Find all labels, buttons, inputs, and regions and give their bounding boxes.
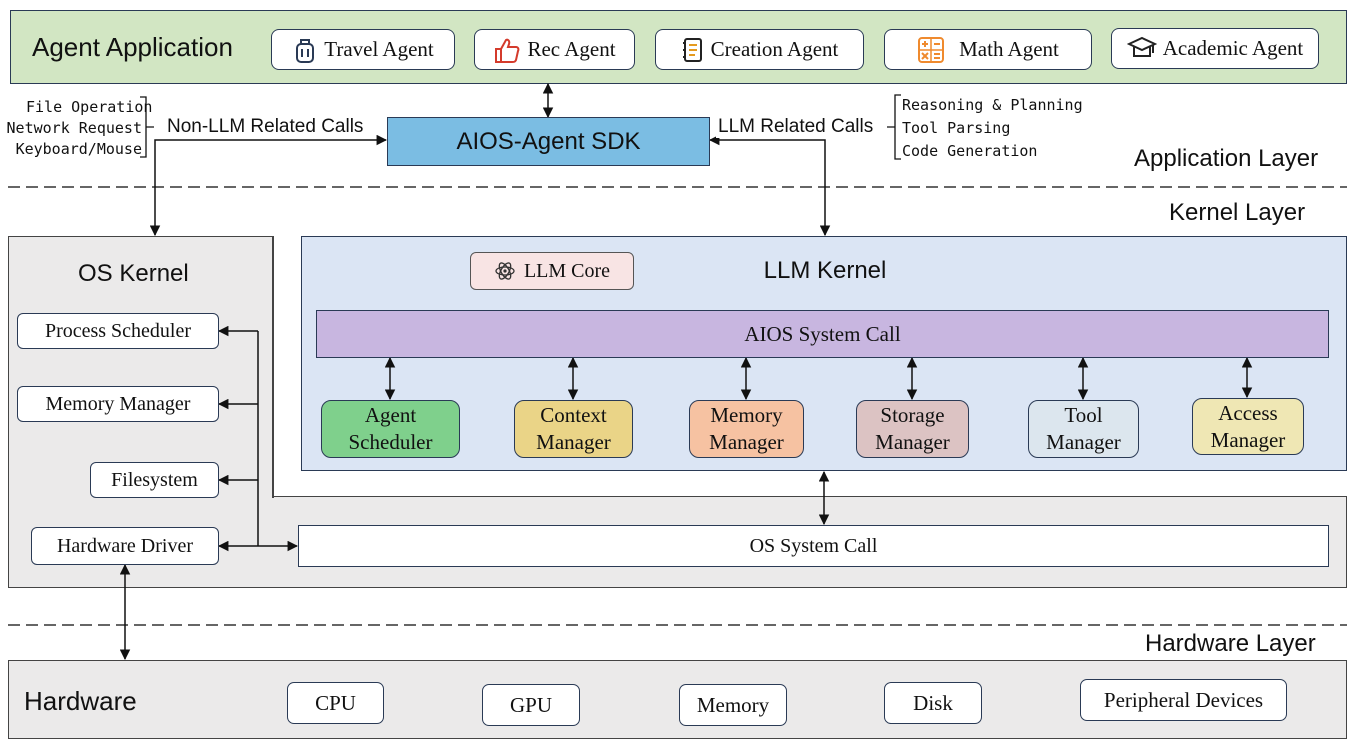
memory-manager-llm-line1: Memory <box>710 403 783 427</box>
agent-scheduler-line2: Scheduler <box>348 430 433 454</box>
aios-system-call-bar[interactable]: AIOS System Call <box>316 310 1329 358</box>
rec-agent-button[interactable]: Rec Agent <box>474 29 635 70</box>
notebook-icon <box>681 36 705 64</box>
llm-core-label: LLM Core <box>523 259 611 282</box>
llm-item-tool-parsing: Tool Parsing <box>902 119 1011 137</box>
context-manager-box[interactable]: Context Manager <box>514 400 633 458</box>
agent-scheduler-box[interactable]: Agent Scheduler <box>321 400 460 458</box>
os-kernel-region-connector <box>272 236 274 497</box>
math-agent-label: Math Agent <box>959 37 1059 61</box>
academic-agent-button[interactable]: Academic Agent <box>1111 28 1319 69</box>
non-llm-item-keyboard-mouse: Keyboard/Mouse <box>15 140 142 158</box>
llm-arrow <box>708 134 831 237</box>
travel-agent-button[interactable]: Travel Agent <box>271 29 455 70</box>
disk-box[interactable]: Disk <box>884 682 982 724</box>
calculator-icon <box>917 36 945 64</box>
kernel-layer-label: Kernel Layer <box>1169 199 1306 226</box>
storage-manager-line2: Manager <box>875 430 950 454</box>
access-manager-box[interactable]: Access Manager <box>1192 398 1304 455</box>
travel-agent-label: Travel Agent <box>324 37 434 61</box>
filesystem-box[interactable]: Filesystem <box>90 462 219 498</box>
memory-manager-box[interactable]: Memory Manager <box>17 386 219 422</box>
memory-manager-llm-line2: Manager <box>709 430 784 454</box>
memory-device-box[interactable]: Memory <box>679 684 787 726</box>
rec-agent-label: Rec Agent <box>527 37 616 61</box>
os-kernel-region-cover-b <box>272 496 274 498</box>
hardware-title: Hardware <box>24 686 137 716</box>
os-system-call-bar[interactable]: OS System Call <box>298 525 1329 567</box>
agent-scheduler-line1: Agent <box>364 403 417 427</box>
atom-icon <box>494 260 516 282</box>
memory-manager-llm-box[interactable]: Memory Manager <box>689 400 804 458</box>
aios-agent-sdk-box[interactable]: AIOS-Agent SDK <box>387 117 710 166</box>
creation-agent-button[interactable]: Creation Agent <box>655 29 864 70</box>
graduation-cap-icon <box>1126 36 1157 62</box>
thumbs-up-icon <box>493 36 521 64</box>
hardware-driver-box[interactable]: Hardware Driver <box>31 527 219 565</box>
non-llm-calls-label: Non-LLM Related Calls <box>165 116 366 138</box>
non-llm-item-file-operation: File Operation <box>26 98 153 116</box>
llm-core-box[interactable]: LLM Core <box>470 252 634 290</box>
non-llm-arrow <box>149 134 388 237</box>
llm-calls-label: LLM Related Calls <box>716 116 876 138</box>
cpu-box[interactable]: CPU <box>287 682 384 724</box>
os-kernel-region-cover <box>260 497 280 586</box>
peripheral-devices-box[interactable]: Peripheral Devices <box>1080 679 1287 721</box>
storage-manager-line1: Storage <box>880 403 945 427</box>
tool-manager-box[interactable]: Tool Manager <box>1028 400 1139 458</box>
agent-application-title: Agent Application <box>32 32 233 62</box>
tool-manager-line2: Manager <box>1046 430 1121 454</box>
process-scheduler-box[interactable]: Process Scheduler <box>17 313 219 349</box>
os-kernel-title: OS Kernel <box>78 260 189 287</box>
math-agent-button[interactable]: Math Agent <box>884 29 1092 70</box>
academic-agent-label: Academic Agent <box>1162 36 1304 60</box>
access-manager-line1: Access <box>1218 400 1278 425</box>
llm-item-reasoning-planning: Reasoning & Planning <box>902 96 1083 114</box>
non-llm-item-network-request: Network Request <box>6 119 142 137</box>
context-manager-line2: Manager <box>536 430 611 454</box>
llm-item-code-generation: Code Generation <box>902 142 1038 160</box>
hardware-layer-label: Hardware Layer <box>1145 630 1316 657</box>
access-manager-line2: Manager <box>1210 427 1286 452</box>
application-layer-label: Application Layer <box>1134 145 1319 172</box>
llm-bracket <box>887 94 901 160</box>
tool-manager-line1: Tool <box>1064 403 1103 427</box>
llm-kernel-title: LLM Kernel <box>763 257 887 284</box>
context-manager-line1: Context <box>540 403 607 427</box>
creation-agent-label: Creation Agent <box>710 37 839 61</box>
gpu-box[interactable]: GPU <box>482 684 580 726</box>
luggage-icon <box>292 36 318 64</box>
storage-manager-box[interactable]: Storage Manager <box>856 400 969 458</box>
